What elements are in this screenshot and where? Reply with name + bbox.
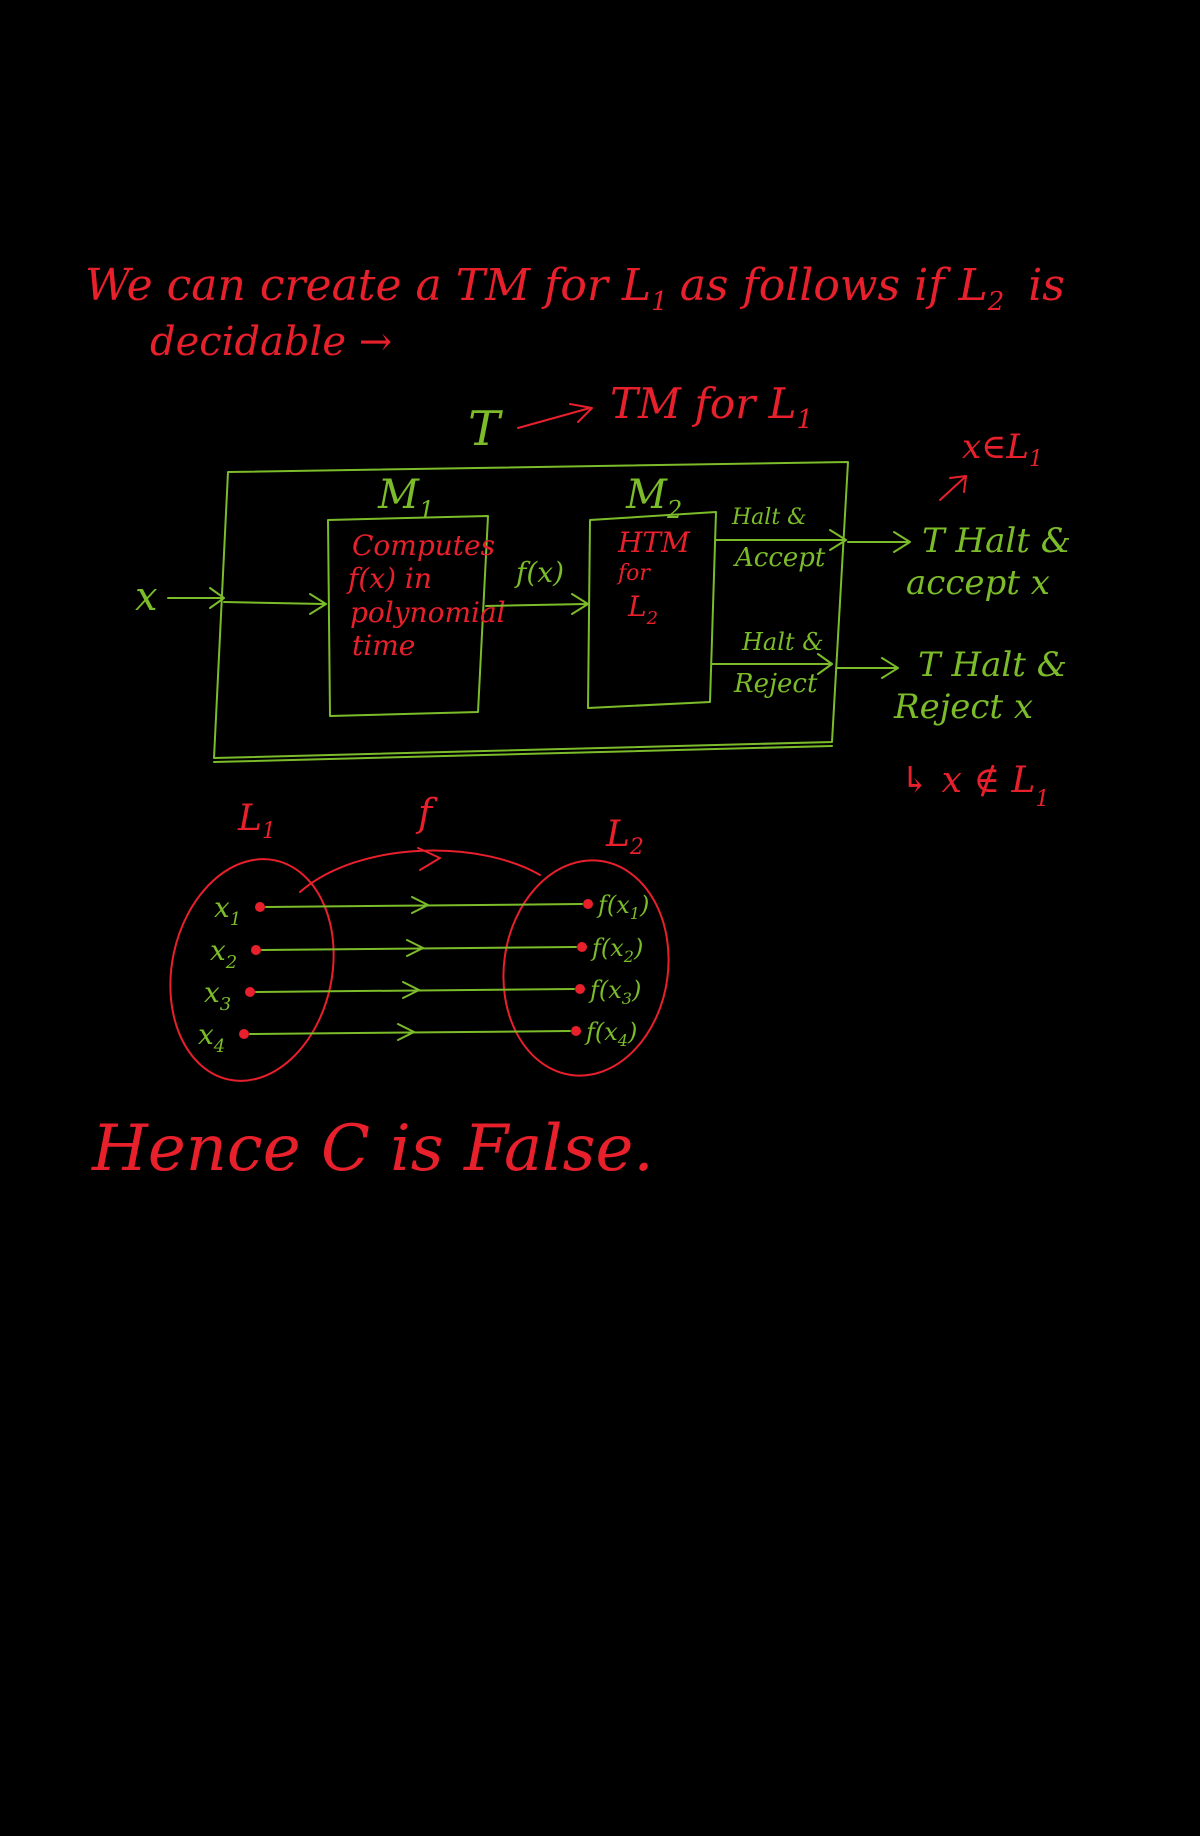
map-line-2 xyxy=(261,946,577,951)
right-item-4: f(x4) xyxy=(584,1018,637,1050)
m1-label: M1 xyxy=(377,472,434,524)
conclusion: Hence C is False. xyxy=(91,1112,654,1186)
map-line-1 xyxy=(265,903,583,908)
fx-label: f(x) xyxy=(514,556,564,589)
right-item-dot-4 xyxy=(571,1026,581,1036)
reject-arrow xyxy=(711,653,833,675)
in-l1-note: x∈L1 xyxy=(962,427,1043,472)
left-item-2: x2 xyxy=(210,934,237,973)
map-arrowhead-3 xyxy=(402,981,422,999)
right-set-ellipse xyxy=(502,859,670,1077)
right-item-dot-2 xyxy=(577,942,587,952)
in-l1-arrow xyxy=(939,475,967,501)
reject-branch-label: Halt & Reject xyxy=(733,628,831,699)
m2-text: HTM for L2 xyxy=(616,526,699,629)
left-item-4: x4 xyxy=(198,1018,225,1057)
right-item-2: f(x2) xyxy=(590,934,643,966)
to-m1-arrow xyxy=(223,593,327,615)
right-set-label: L2 xyxy=(605,814,644,860)
m1-text: Computes f(x) in polynomial time xyxy=(346,529,515,662)
accept-result: T Halt & accept x xyxy=(906,521,1082,603)
intro-line-2: decidable → xyxy=(150,319,392,365)
left-item-1: x1 xyxy=(214,891,241,930)
input-x: x xyxy=(135,574,158,620)
accept-arrow xyxy=(715,529,847,551)
right-item-dot-3 xyxy=(575,984,585,994)
m2-label: M2 xyxy=(625,472,682,524)
right-item-3: f(x3) xyxy=(588,976,641,1008)
left-item-3: x3 xyxy=(204,976,231,1015)
m1-to-m2-arrow xyxy=(485,593,589,615)
map-arrowhead-2 xyxy=(406,939,426,957)
mapping-rows: x1 f(x1) x2 f(x2) x3 f(x3) x4 f(x4) xyxy=(198,891,649,1057)
accept-branch-label: Halt & Accept xyxy=(731,505,826,573)
reject-result: T Halt & Reject x xyxy=(893,645,1078,727)
input-arrow xyxy=(167,587,225,609)
outer-box-bottom-stroke xyxy=(213,745,833,763)
map-line-3 xyxy=(255,988,575,993)
m1-box xyxy=(327,515,489,717)
accept-out-arrow xyxy=(847,531,911,553)
function-arc xyxy=(299,847,541,893)
machine-title: TM for L1 xyxy=(610,379,813,435)
left-set-ellipse xyxy=(169,858,335,1082)
map-line-4 xyxy=(249,1030,571,1035)
left-set-label: L1 xyxy=(237,798,276,844)
m2-box xyxy=(587,511,717,709)
map-arrowhead-4 xyxy=(397,1023,417,1041)
outer-machine-box xyxy=(213,461,849,759)
left-item-dot-2 xyxy=(251,945,261,955)
left-item-dot-4 xyxy=(239,1029,249,1039)
right-item-dot-1 xyxy=(583,899,593,909)
right-item-1: f(x1) xyxy=(596,891,649,923)
map-arrowhead-1 xyxy=(411,896,431,914)
left-item-dot-3 xyxy=(245,987,255,997)
reject-out-arrow xyxy=(835,657,899,679)
left-item-dot-1 xyxy=(255,902,265,912)
not-in-l1-note: ↳ x ∉ L1 xyxy=(900,760,1049,812)
title-arrow xyxy=(517,403,593,429)
machine-title-t: T xyxy=(468,401,503,457)
function-label: f xyxy=(415,791,438,835)
